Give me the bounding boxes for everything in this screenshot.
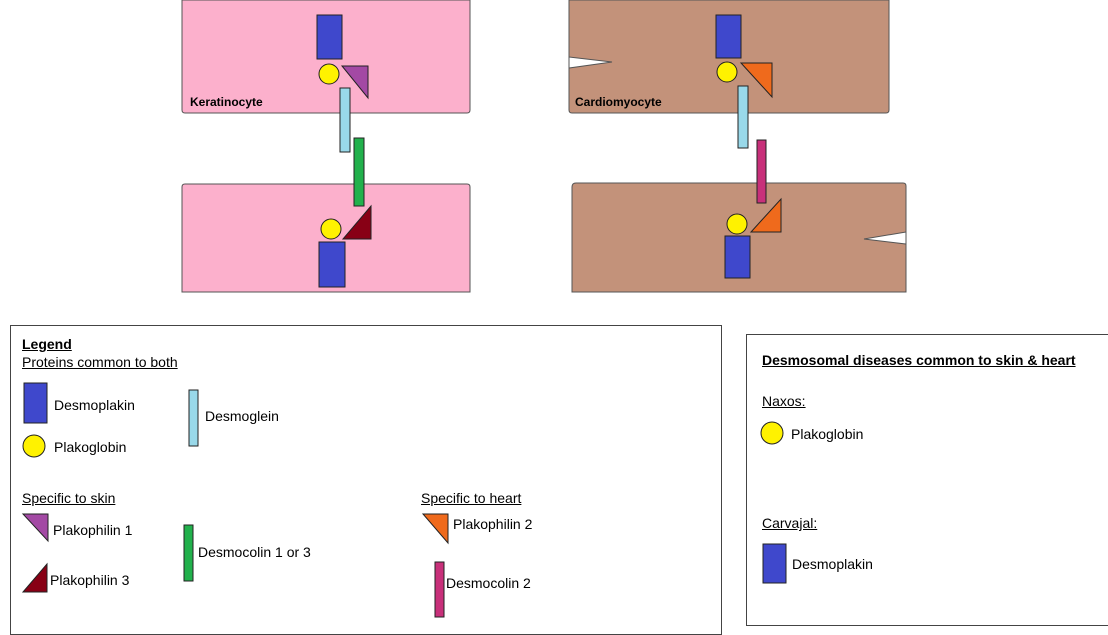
plakophilin2-heart-top bbox=[739, 62, 773, 99]
legend-plakophilin1-label: Plakophilin 1 bbox=[53, 522, 133, 538]
diseases-box bbox=[746, 334, 1108, 626]
desmosome-diagram bbox=[181, 0, 907, 293]
legend-swatches bbox=[21, 382, 449, 618]
cardiomyocyte-intercalated-notch-top bbox=[568, 56, 613, 69]
keratinocyte-label: Keratinocyte bbox=[190, 95, 263, 109]
cardiomyocyte-intercalated-notch-bottom bbox=[863, 231, 907, 245]
desmoplakin-heart-bottom bbox=[724, 235, 751, 279]
desmocolin2-heart bbox=[756, 139, 767, 204]
carvajal-label: Carvajal: bbox=[762, 515, 818, 531]
carvajal-desmoplakin-swatch bbox=[762, 543, 787, 584]
legend-title: Legend bbox=[22, 336, 72, 352]
legend-plakophilin2-swatch bbox=[421, 513, 449, 545]
legend-desmoplakin-label: Desmoplakin bbox=[54, 397, 135, 413]
plakophilin2-heart-bottom bbox=[749, 197, 782, 233]
plakophilin1-skin-top bbox=[340, 65, 369, 100]
legend-common-heading: Proteins common to both bbox=[22, 354, 178, 370]
naxos-label: Naxos: bbox=[762, 393, 806, 409]
desmoplakin-heart-top bbox=[715, 14, 742, 59]
legend-desmoglein-label: Desmoglein bbox=[205, 408, 279, 424]
legend-desmocolin2-label: Desmocolin 2 bbox=[446, 575, 531, 591]
legend-skin-heading: Specific to skin bbox=[22, 490, 116, 506]
desmoplakin-skin-bottom bbox=[318, 241, 346, 288]
legend-desmocolin13-label: Desmocolin 1 or 3 bbox=[198, 544, 311, 560]
naxos-plakoglobin-swatch bbox=[760, 421, 784, 445]
desmocolin13-skin bbox=[353, 137, 365, 207]
plakoglobin-skin-bottom bbox=[320, 218, 342, 240]
legend-desmocolin13-swatch bbox=[183, 524, 194, 582]
legend-desmoplakin-swatch bbox=[23, 382, 48, 424]
naxos-protein-label: Plakoglobin bbox=[791, 426, 864, 442]
desmoglein-heart bbox=[737, 85, 749, 149]
plakoglobin-heart-top bbox=[716, 61, 738, 83]
cardiomyocyte-label: Cardiomyocyte bbox=[575, 95, 662, 109]
legend-plakophilin3-label: Plakophilin 3 bbox=[50, 572, 130, 588]
desmoglein-skin bbox=[339, 87, 351, 153]
legend-plakophilin3-swatch bbox=[21, 562, 48, 593]
legend-desmocolin2-swatch bbox=[434, 561, 445, 618]
disease-swatches bbox=[760, 421, 787, 584]
carvajal-protein-label: Desmoplakin bbox=[792, 556, 873, 572]
plakoglobin-heart-bottom bbox=[726, 213, 748, 235]
legend-plakophilin1-swatch bbox=[21, 513, 49, 543]
legend-plakoglobin-swatch bbox=[22, 434, 46, 458]
plakoglobin-skin-top bbox=[318, 63, 340, 85]
desmoplakin-skin-top bbox=[316, 14, 343, 60]
plakophilin3-skin-bottom bbox=[341, 204, 372, 240]
legend-plakophilin2-label: Plakophilin 2 bbox=[453, 516, 533, 532]
legend-desmoglein-swatch bbox=[188, 389, 199, 447]
legend-plakoglobin-label: Plakoglobin bbox=[54, 439, 127, 455]
legend-heart-heading: Specific to heart bbox=[421, 490, 522, 506]
legend-box bbox=[10, 325, 722, 635]
diseases-title: Desmosomal diseases common to skin & hea… bbox=[762, 352, 1076, 368]
